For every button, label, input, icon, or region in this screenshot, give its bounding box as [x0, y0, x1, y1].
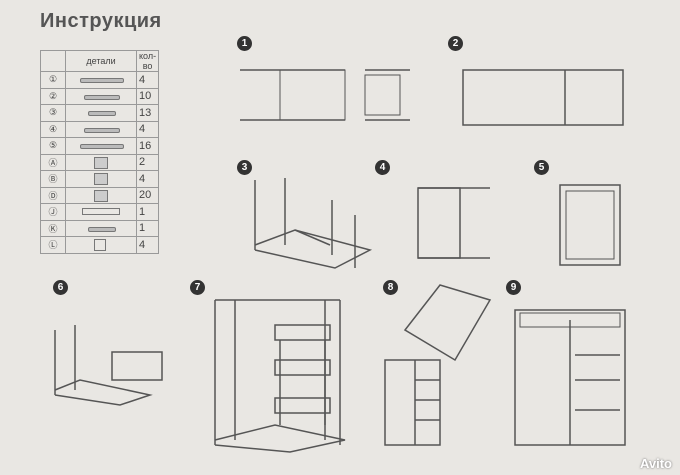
- step-number-6: 6: [53, 280, 68, 295]
- page-title: Инструкция: [40, 10, 162, 32]
- step-2-diagram: [462, 69, 624, 126]
- step-number-1: 1: [237, 36, 252, 51]
- part-qty: 4: [135, 120, 160, 138]
- step-number-2: 2: [448, 36, 463, 51]
- part-image: [65, 170, 137, 188]
- watermark-avito: Avito: [639, 456, 672, 471]
- step-5-diagram: [559, 184, 621, 266]
- step-number-7: 7: [190, 280, 205, 295]
- part-qty: 16: [135, 137, 160, 155]
- step-4-diagram: [417, 187, 490, 259]
- step-1-diagram: [240, 69, 410, 121]
- step-number-4: 4: [375, 160, 390, 175]
- step-number-8: 8: [383, 280, 398, 295]
- header-qty: кол-во: [135, 50, 160, 72]
- step-6-diagram: [54, 325, 163, 406]
- part-qty: 10: [135, 87, 160, 105]
- part-qty: 4: [135, 236, 160, 254]
- step-7-diagram: [214, 299, 346, 453]
- step-9-diagram: [514, 309, 626, 446]
- part-image: [65, 236, 137, 254]
- step-number-9: 9: [506, 280, 521, 295]
- step-number-3: 3: [237, 160, 252, 175]
- step-number-5: 5: [534, 160, 549, 175]
- step-8-diagram: [384, 284, 492, 446]
- part-qty: 20: [135, 186, 160, 204]
- table-header-row: детали кол-во: [40, 50, 160, 72]
- part-image: [65, 186, 137, 204]
- step-3-diagram: [254, 178, 373, 269]
